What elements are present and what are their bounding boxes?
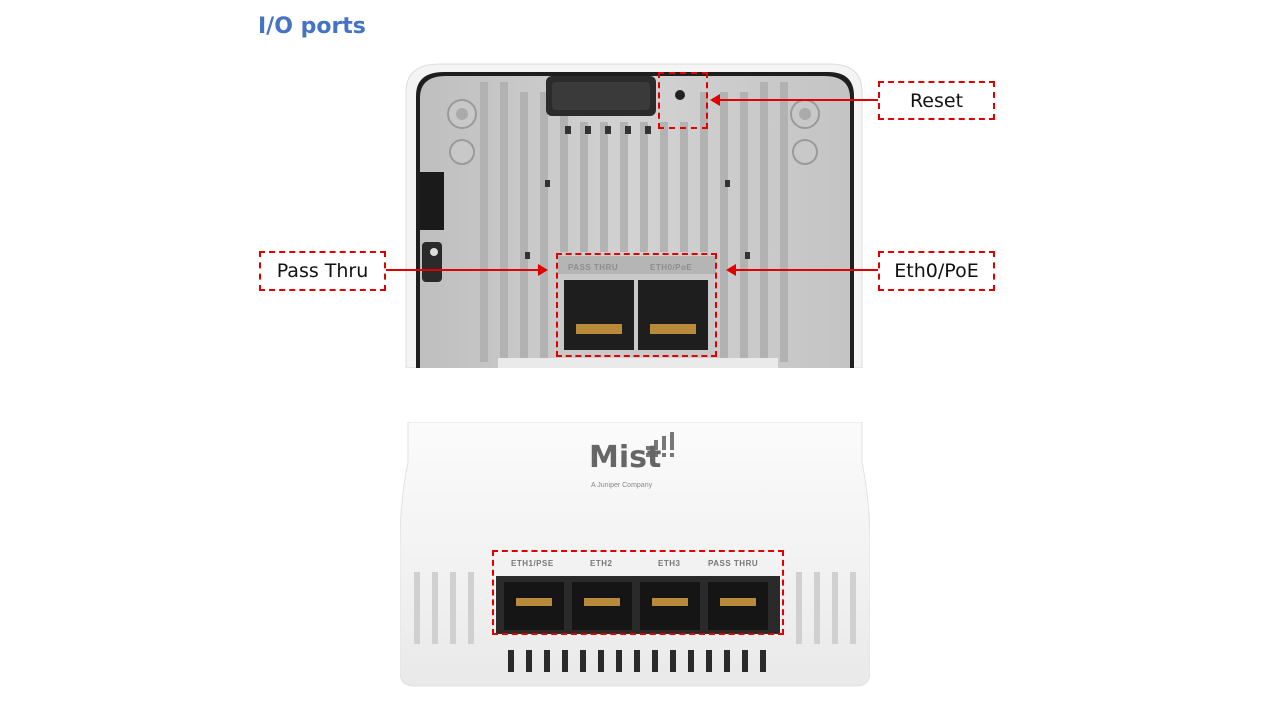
bottom-port-label-pass-thru: PASS THRU	[708, 559, 759, 568]
device-back-image	[405, 63, 863, 368]
bottom-port-label-eth2: ETH2	[590, 559, 613, 568]
reset-callout: Reset	[878, 81, 995, 120]
reset-highlight	[658, 72, 708, 129]
bottom-port-label-eth1-pse: ETH1/PSE	[511, 559, 554, 568]
pass-thru-arrow	[386, 264, 548, 276]
page-title: I/O ports	[258, 14, 366, 39]
bottom-ports-highlight	[492, 550, 784, 635]
device-front-image	[400, 422, 870, 687]
top-port-label-eth0-poe: ETH0/PoE	[650, 263, 693, 272]
top-ports-highlight	[556, 253, 717, 357]
eth0-poe-callout: Eth0/PoE	[878, 251, 995, 291]
pass-thru-callout: Pass Thru	[259, 251, 386, 291]
eth0-poe-arrow	[726, 264, 878, 276]
reset-arrow	[710, 94, 878, 106]
brand-tagline: A Juniper Company	[591, 482, 653, 489]
brand-logo: Mist	[589, 440, 662, 475]
bottom-port-label-eth3: ETH3	[658, 559, 681, 568]
top-port-label-pass-thru: PASS THRU	[568, 263, 619, 272]
